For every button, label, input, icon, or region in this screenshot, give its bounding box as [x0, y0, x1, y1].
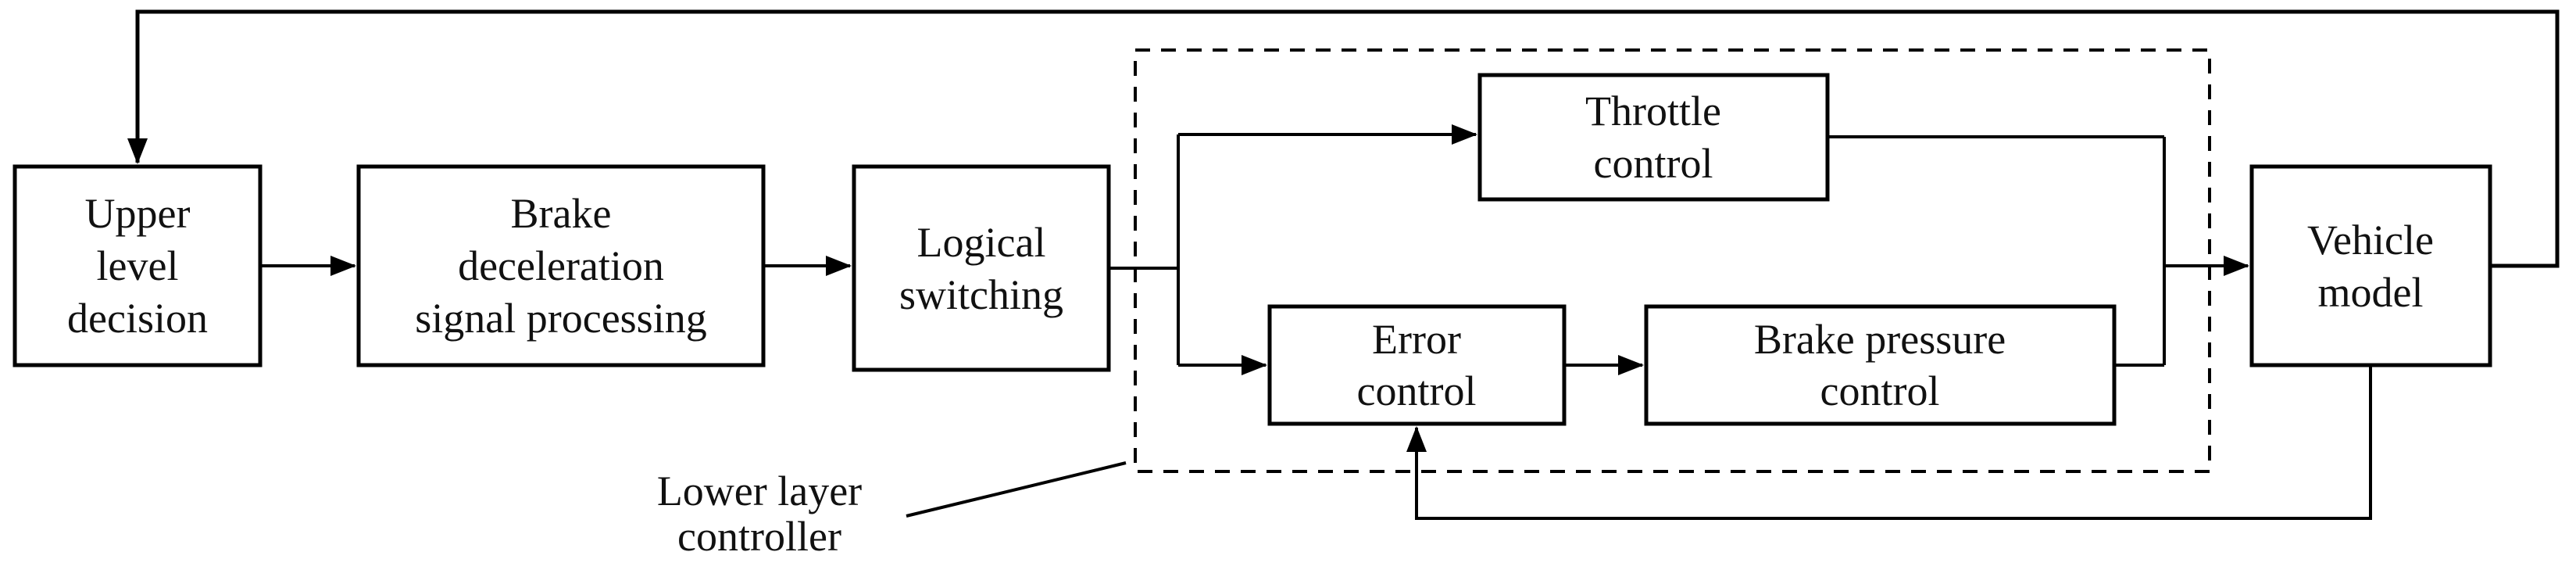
feedback-top-vehicle-to-upper-connector [127, 9, 2560, 268]
error-control-node: Error control [1267, 304, 1567, 426]
brake-pressure-control-box [1644, 304, 2117, 426]
upper-level-decision-node: Upper level decision [13, 164, 263, 367]
brake-pressure-control-node: Brake pressure control [1644, 304, 2117, 426]
lower-layer-controller-callout-line [906, 461, 1127, 518]
upper-level-decision-box [13, 164, 263, 367]
vehicle-model-node: Vehicle model [2249, 164, 2492, 367]
error-control-box [1267, 304, 1567, 426]
logical-switching-label-line1: Logical [917, 219, 1046, 266]
throttle-control-label-line1: Throttle [1585, 88, 1721, 134]
lower-layer-controller-label-line2: controller [677, 513, 841, 560]
brake-deceleration-label-line3: signal processing [415, 295, 706, 342]
vehicle-model-label-line2: model [2318, 269, 2424, 316]
upper-level-decision-label-line3: decision [67, 295, 208, 342]
logical-switching-label-line2: switching [899, 271, 1063, 318]
error-control-label-line2: control [1357, 367, 1477, 414]
brake-pressure-control-label-line2: control [1820, 367, 1940, 414]
throttle-control-box [1477, 73, 1830, 202]
lower-layer-controller-annotation: Lower layer controller [657, 468, 862, 560]
logical-switching-node: Logical switching [852, 164, 1111, 372]
brake-deceleration-label-line2: deceleration [458, 242, 664, 289]
feedback-bottom-vehicle-to-error-connector [1406, 365, 2372, 520]
error-control-label-line1: Error [1372, 316, 1461, 363]
upper-level-decision-label-line1: Upper [85, 190, 191, 237]
brake-pressure-control-label-line1: Brake pressure [1754, 316, 2006, 363]
upper-level-decision-label-line2: level [97, 242, 179, 289]
throttle-control-node: Throttle control [1477, 73, 1830, 202]
lower-layer-controller-label-line1: Lower layer [657, 468, 862, 514]
brake-deceleration-signal-processing-node: Brake deceleration signal processing [356, 164, 766, 367]
vehicle-model-label-line1: Vehicle [2307, 217, 2434, 263]
vehicle-model-box [2249, 164, 2492, 367]
logical-switching-box [852, 164, 1111, 372]
throttle-control-label-line2: control [1594, 140, 1713, 187]
brake-deceleration-signal-processing-box [356, 164, 766, 367]
brake-deceleration-label-line1: Brake [511, 190, 612, 237]
